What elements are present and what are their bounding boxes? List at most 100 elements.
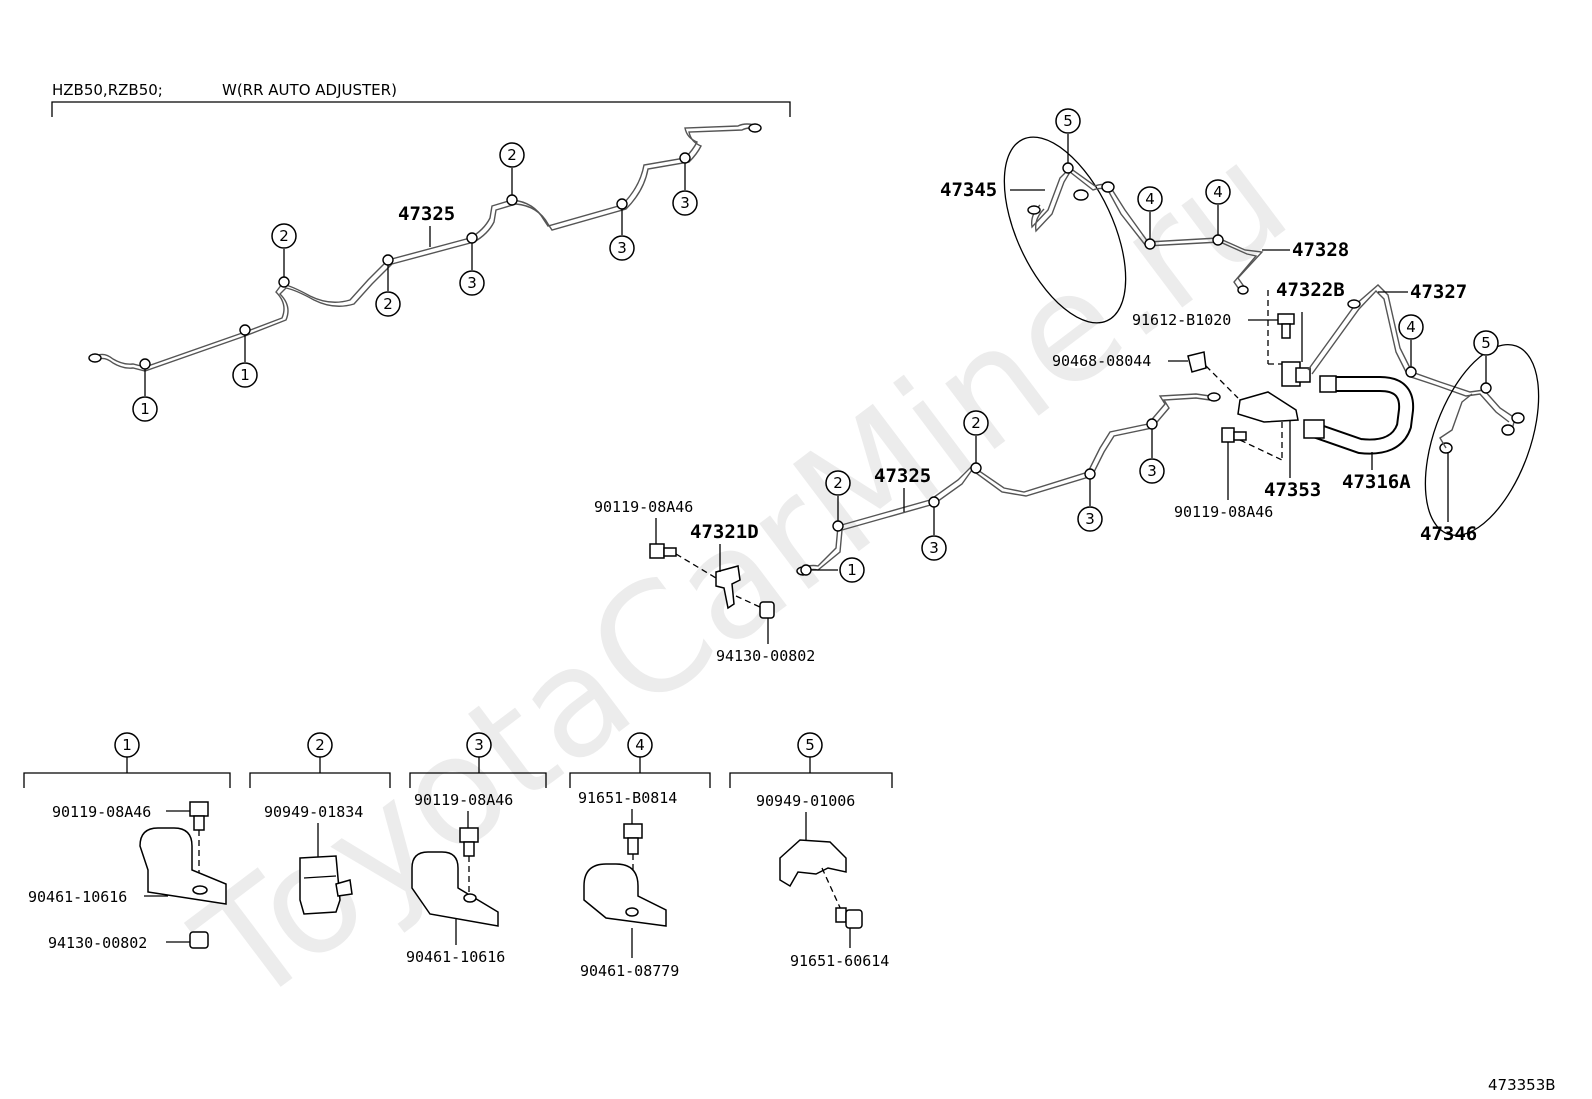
detail-group-5: 5 90949-01006 91651-60614 <box>729 732 893 970</box>
brake-pipe-47328 <box>1030 167 1264 289</box>
svg-text:4: 4 <box>1145 190 1155 208</box>
clip-point <box>1212 234 1224 246</box>
part-label-47353: 47353 <box>1264 479 1321 501</box>
svg-text:2: 2 <box>383 295 393 313</box>
clip-point <box>1062 162 1074 174</box>
svg-text:1: 1 <box>122 736 132 754</box>
part-label-47345: 47345 <box>940 179 997 201</box>
three-way-joint-port <box>1295 367 1311 383</box>
detail-2-label-clip: 90949-01834 <box>264 803 363 821</box>
pipe-bracket-47321D <box>715 565 741 610</box>
callout-4: 4 <box>1398 314 1424 340</box>
bolt-shank <box>663 547 677 557</box>
svg-text:3: 3 <box>617 239 627 257</box>
svg-text:4: 4 <box>1406 318 1416 336</box>
pipe-end-fitting <box>88 353 102 363</box>
svg-text:2: 2 <box>315 736 325 754</box>
detail-group-2: 2 90949-01834 <box>249 732 391 915</box>
callout-1: 1 <box>839 557 865 583</box>
part-label-47321D: 47321D <box>690 521 759 543</box>
callout-3: 3 <box>1139 458 1165 484</box>
part-label-47322B: 47322B <box>1276 279 1345 301</box>
bolt-head <box>1221 427 1235 443</box>
detail-3-label-bolt: 90119-08A46 <box>414 791 513 809</box>
part-label-47328: 47328 <box>1292 239 1349 261</box>
detail-5-label-bracket: 90949-01006 <box>756 792 855 810</box>
svg-text:4: 4 <box>635 736 645 754</box>
callout-1: 1 <box>232 362 258 388</box>
pipe-end-fitting <box>1073 189 1089 201</box>
callout-3: 3 <box>609 235 635 261</box>
svg-text:2: 2 <box>507 146 517 164</box>
svg-text:3: 3 <box>1147 462 1157 480</box>
svg-text:3: 3 <box>929 539 939 557</box>
hose-bracket <box>1237 391 1299 423</box>
part-label-91612-B1020: 91612-B1020 <box>1132 311 1231 329</box>
detail-4-label-bolt: 91651-B0814 <box>578 789 677 807</box>
flexible-hose-inner <box>1312 378 1413 453</box>
detail-1-label-bolt: 90119-08A46 <box>52 803 151 821</box>
pipe-end-fitting <box>748 123 762 133</box>
svg-text:3: 3 <box>474 736 484 754</box>
svg-text:3: 3 <box>1085 510 1095 528</box>
brake-pipe-top-inner <box>94 127 759 372</box>
part-label-90468-08044: 90468-08044 <box>1052 352 1151 370</box>
callout-3: 3 <box>672 190 698 216</box>
header-bracket <box>51 101 791 117</box>
callout-2: 2 <box>271 223 297 249</box>
pipe-clip-90468 <box>1187 351 1207 373</box>
clip-point <box>1480 382 1492 394</box>
bolt-head <box>1277 313 1295 325</box>
callout-4: 4 <box>1137 186 1163 212</box>
pipe-end-fitting <box>1207 392 1221 402</box>
svg-text:1: 1 <box>847 561 857 579</box>
svg-text:4: 4 <box>1213 183 1223 201</box>
callout-2: 2 <box>963 410 989 436</box>
part-label-90119-08A46-right: 90119-08A46 <box>1174 503 1273 521</box>
header-models: HZB50,RZB50; <box>52 81 163 99</box>
detail-4-label-clamp: 90461-08779 <box>580 962 679 980</box>
brake-backing-plate-left <box>1003 136 1127 324</box>
pipe-end-fitting <box>1501 424 1515 436</box>
figure-code: 473353B <box>1488 1076 1556 1094</box>
svg-text:5: 5 <box>1063 112 1073 130</box>
top-pipe-callouts <box>139 152 691 396</box>
svg-text:5: 5 <box>1481 334 1491 352</box>
bolt-head <box>649 543 665 559</box>
brake-pipe-top <box>94 123 759 368</box>
bolt-shank <box>1281 323 1291 339</box>
pipe-end-fitting <box>1101 181 1115 193</box>
svg-text:2: 2 <box>971 414 981 432</box>
svg-text:2: 2 <box>833 474 843 492</box>
callout-5: 5 <box>1473 330 1499 356</box>
svg-text:1: 1 <box>140 400 150 418</box>
mid-pipe-callouts <box>800 418 1158 576</box>
clip-point <box>1144 238 1156 250</box>
pipe-end-fitting <box>1027 205 1041 215</box>
detail-1-label-nut: 94130-00802 <box>48 934 147 952</box>
brake-pipe-47328-inner <box>1034 170 1258 293</box>
pipe-end-fitting <box>1347 299 1361 309</box>
brake-pipe-47327 <box>1307 284 1516 431</box>
callout-2: 2 <box>825 470 851 496</box>
hose-end-fitting <box>1319 375 1337 393</box>
brake-pipe-47346 <box>1439 393 1473 449</box>
svg-text:1: 1 <box>240 366 250 384</box>
callout-2: 2 <box>499 142 525 168</box>
callout-4: 4 <box>1205 179 1231 205</box>
part-label-94130-00802-mid: 94130-00802 <box>716 647 815 665</box>
callout-1: 1 <box>132 396 158 422</box>
part-label-90119-08A46-mid: 90119-08A46 <box>594 498 693 516</box>
svg-text:3: 3 <box>680 194 690 212</box>
part-label-47327: 47327 <box>1410 281 1467 303</box>
hose-end-fitting <box>1303 419 1325 439</box>
pipe-end-fitting <box>1511 412 1525 424</box>
part-label-47346: 47346 <box>1420 523 1477 545</box>
part-label-47325-top: 47325 <box>398 203 455 225</box>
detail-group-3: 3 90119-08A46 90461-10616 <box>406 732 547 966</box>
brake-backing-plate-right <box>1424 343 1540 537</box>
nut <box>759 601 775 619</box>
part-label-47316A: 47316A <box>1342 471 1411 493</box>
detail-group-4: 4 91651-B0814 90461-08779 <box>569 732 711 980</box>
clip-point <box>1405 366 1417 378</box>
